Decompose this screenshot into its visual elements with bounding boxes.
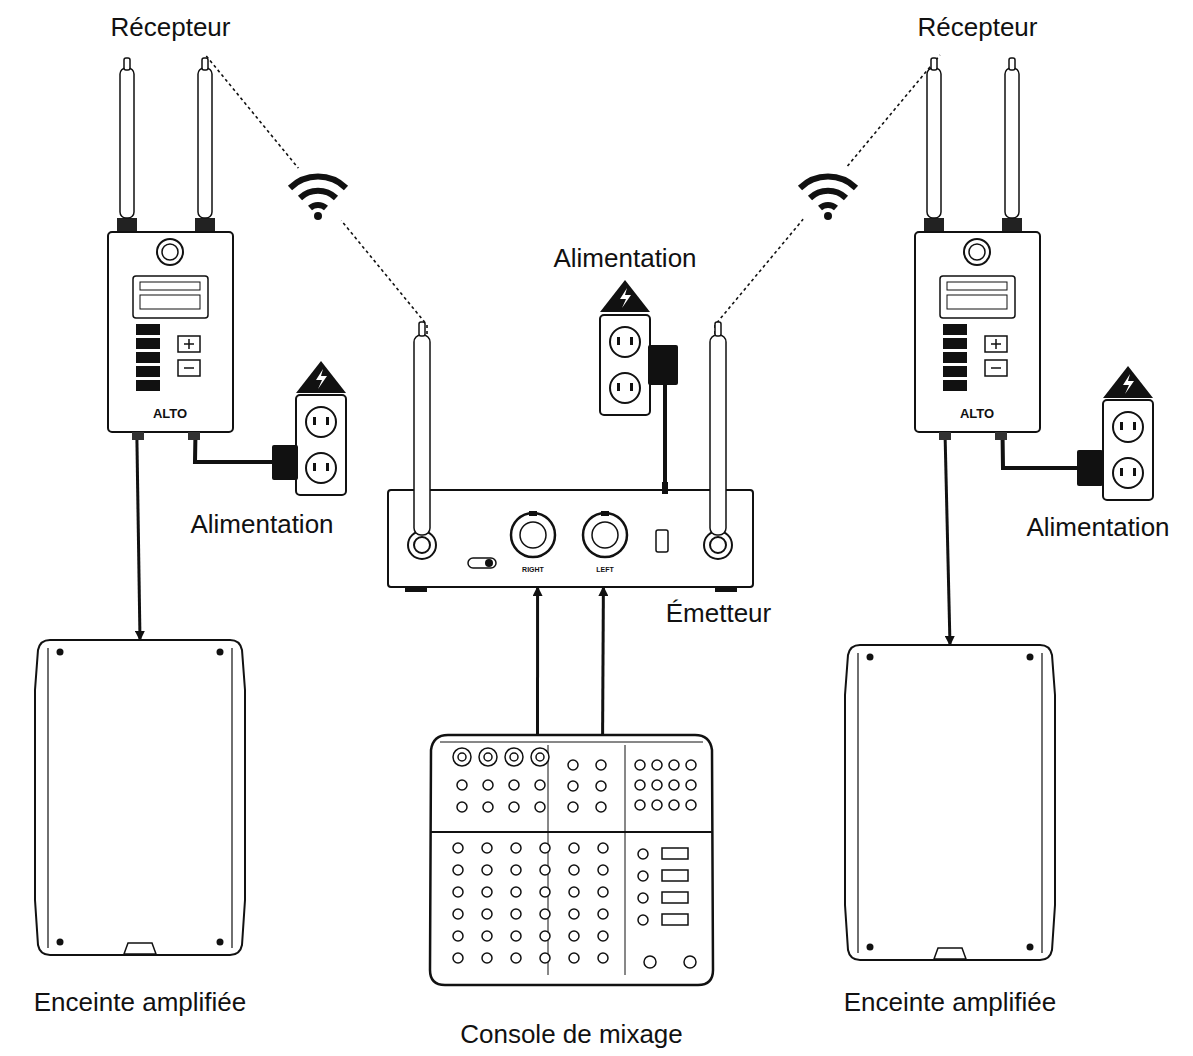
mixing-console: Console de mixage	[430, 735, 713, 985]
wireless-link	[715, 55, 940, 490]
wireless-receiver: Récepteur	[915, 55, 1040, 432]
brand-logo: ALTO	[960, 406, 994, 421]
wireless-receiver: Récepteur	[108, 55, 233, 432]
device-caption: Récepteur	[111, 12, 231, 42]
power-outlet: Alimentation	[600, 315, 650, 415]
powered-speaker: Enceinte amplifiée	[845, 645, 1055, 960]
device-caption: Enceinte amplifiée	[844, 987, 1056, 1017]
device-caption: Console de mixage	[460, 1019, 683, 1049]
power-outlet: Alimentation	[296, 395, 346, 495]
signal-arrow	[536, 587, 539, 735]
signal-arrow	[137, 432, 140, 640]
jack-label: LEFT	[596, 566, 614, 573]
device-caption: Récepteur	[918, 12, 1038, 42]
brand-logo: ALTO	[153, 406, 187, 421]
device-caption: Alimentation	[553, 243, 696, 273]
device-caption: Enceinte amplifiée	[34, 987, 246, 1017]
device-caption: Émetteur	[666, 598, 772, 628]
power-outlet: Alimentation	[1103, 400, 1153, 500]
jack-label: RIGHT	[522, 566, 544, 573]
signal-arrow	[601, 587, 605, 735]
device-caption: Alimentation	[190, 509, 333, 539]
wireless-transmitter: Émetteur	[388, 490, 753, 587]
signal-arrow	[945, 432, 950, 645]
device-caption: Alimentation	[1026, 512, 1169, 542]
powered-speaker: Enceinte amplifiée	[35, 640, 245, 955]
